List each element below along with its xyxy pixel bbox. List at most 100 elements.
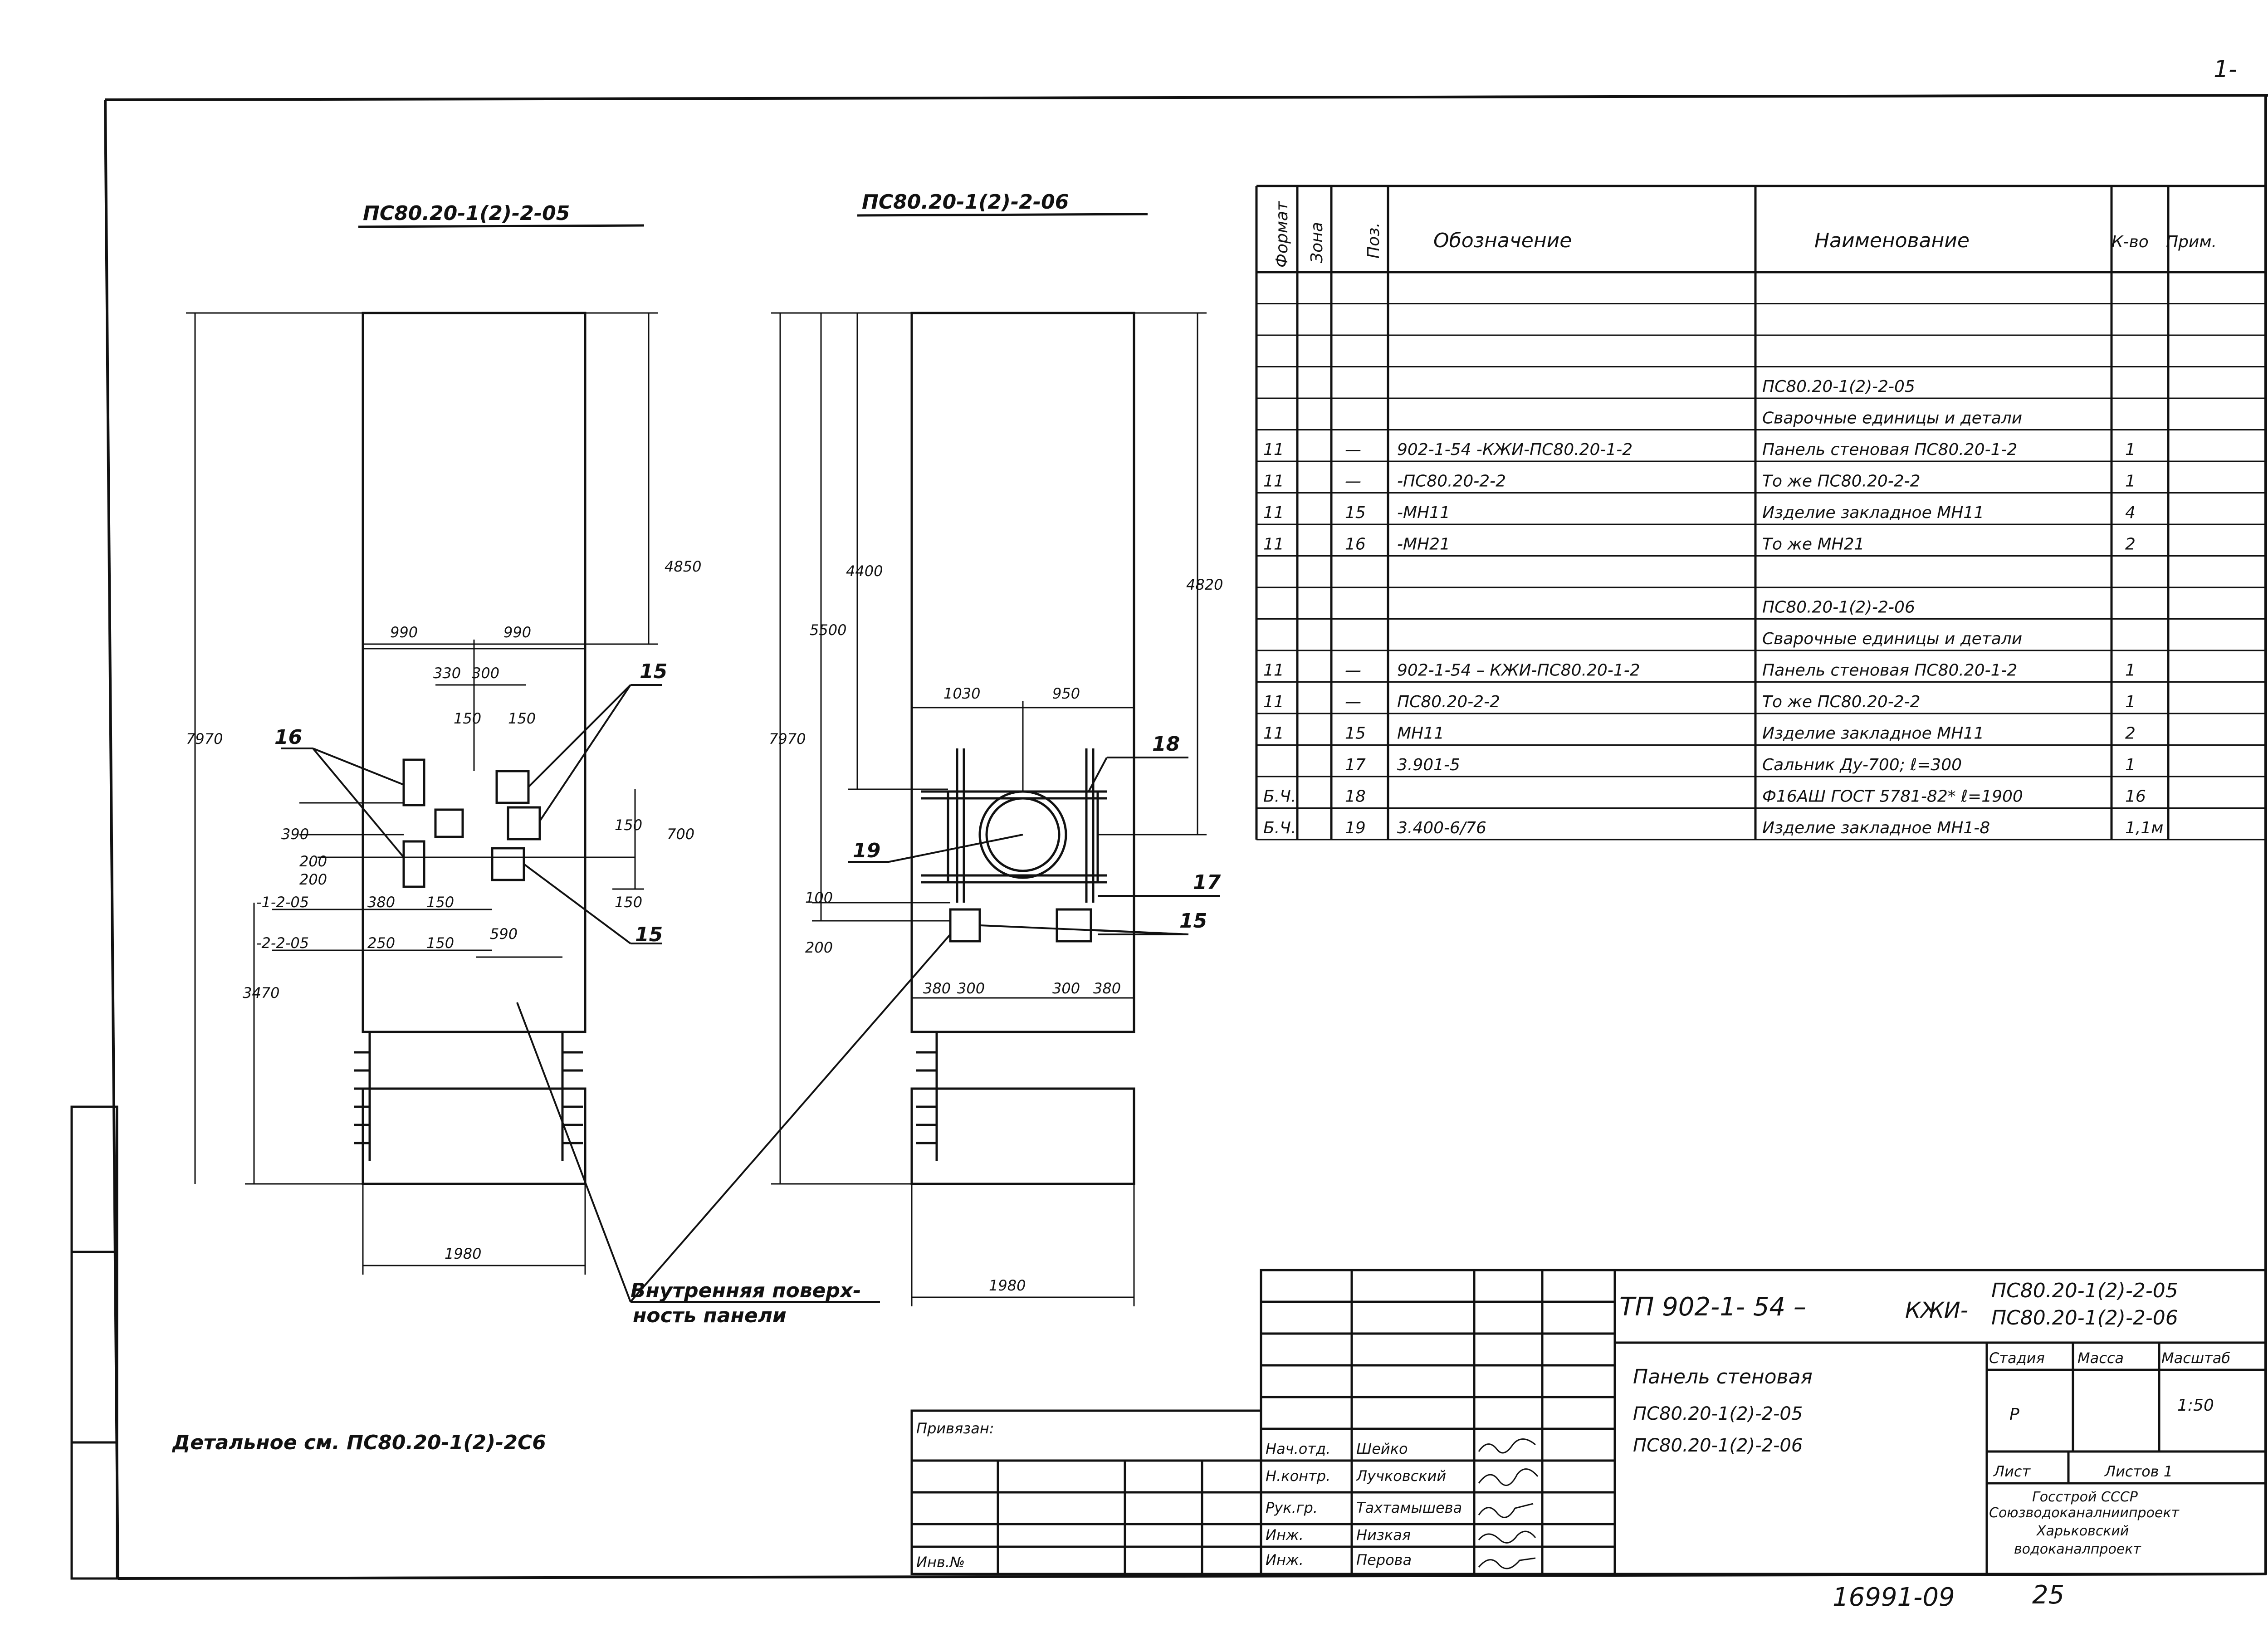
panel-06-gland-opening	[921, 748, 1107, 903]
dim-380-b: 380	[1093, 980, 1121, 997]
header-zone: Зона	[1308, 222, 1326, 263]
sheet-label: Лист	[1993, 1463, 2031, 1480]
cell-designation: -МН11	[1397, 503, 1450, 522]
cell-qty: 1	[2125, 661, 2136, 680]
dim-1980: 1980	[445, 1245, 481, 1262]
panel-05-outline	[354, 312, 587, 1185]
pos-15-label-b: 15	[635, 923, 663, 946]
dim-390: 390	[281, 826, 309, 843]
cell-designation: -ПС80.20-2-2	[1397, 472, 1506, 491]
cell-pos: 15	[1345, 724, 1366, 743]
doc-code-suffix: КЖИ-	[1905, 1298, 1968, 1323]
inner-surface-callout-2: ность панели	[633, 1304, 787, 1327]
dim-380-a: 380	[923, 980, 951, 997]
dim-100-r: 100	[805, 889, 833, 906]
spec-table-headers: Формат Зона Поз. Обозначение Наименовани…	[1273, 201, 2217, 268]
cell-qty: 1	[2125, 472, 2136, 491]
header-designation: Обозначение	[1433, 229, 1572, 252]
signer-role: Инж.	[1266, 1526, 1304, 1544]
inventory-label: Инв.№	[916, 1554, 965, 1571]
cell-name: ПС80.20-1(2)-2-05	[1762, 377, 1915, 396]
doc-variant-1: ПС80.20-1(2)-2-05	[1991, 1279, 2178, 1302]
corner-mark: 1-	[2214, 56, 2237, 83]
product-name: Панель стеновая	[1633, 1365, 1813, 1388]
cell-name: Изделие закладное МН11	[1762, 503, 1984, 522]
dim-1030: 1030	[943, 685, 980, 702]
cell-qty: 1	[2125, 440, 2136, 459]
specification-table: Формат Зона Поз. Обозначение Наименовани…	[1255, 185, 2267, 841]
dim-4400: 4400	[846, 562, 883, 580]
dim-990-a: 990	[390, 624, 418, 641]
cell-format: Б.Ч.	[1263, 787, 1296, 806]
dim-5500: 5500	[810, 621, 846, 639]
table-row: ПС80.20-1(2)-2-05	[1762, 377, 1915, 396]
dim-150-a: 150	[454, 710, 481, 727]
dim-150-e: 150	[615, 816, 642, 834]
signer-role: Н.контр.	[1266, 1467, 1330, 1485]
dim-380: 380	[367, 894, 395, 911]
signer-name: Лучковский	[1356, 1467, 1446, 1485]
cell-format: 11	[1263, 472, 1284, 491]
cell-name: Ф16АШ ГОСТ 5781-82* ℓ=1900	[1762, 787, 2023, 806]
cell-pos: 19	[1345, 819, 1366, 837]
header-name: Наименование	[1814, 229, 1970, 252]
dim-4850: 4850	[665, 558, 701, 575]
page-number: 25	[2032, 1580, 2064, 1610]
doc-variant-2: ПС80.20-1(2)-2-06	[1991, 1306, 2178, 1329]
dim-7970-r: 7970	[769, 730, 806, 748]
pos-18-label: 18	[1152, 733, 1180, 756]
signer-name: Шейко	[1356, 1440, 1408, 1457]
cell-format: 11	[1263, 535, 1284, 554]
mass-label: Масса	[2077, 1349, 2124, 1367]
pos-17-label: 17	[1193, 871, 1221, 894]
signer-name: Тахтамышева	[1356, 1499, 1462, 1516]
cell-format: 11	[1263, 661, 1284, 680]
header-format: Формат	[1273, 201, 1291, 268]
dim-4820: 4820	[1186, 576, 1223, 593]
cell-qty: 1	[2125, 693, 2136, 711]
cell-name: Сальник Ду-700; ℓ=300	[1762, 756, 1962, 774]
org-line-2: Союзводоканалниипроект	[1989, 1505, 2180, 1521]
cell-format: 11	[1263, 503, 1284, 522]
panel-06-outline	[910, 312, 1135, 1185]
signatures	[1478, 1438, 1539, 1569]
scale-label: Масштаб	[2161, 1349, 2230, 1367]
cell-pos: 16	[1345, 535, 1366, 554]
org-line-1: Госстрой СССР	[2032, 1489, 2138, 1505]
panel-05-drawing: ПС80.20-1(2)-2-05	[186, 202, 880, 1327]
signer-name: Низкая	[1356, 1526, 1411, 1544]
title-block: ТП 902-1- 54 – КЖИ- ПС80.20-1(2)-2-05 ПС…	[910, 1269, 2267, 1575]
cell-designation: -МН21	[1397, 535, 1450, 554]
cell-format: 11	[1263, 724, 1284, 743]
cell-name: Сварочные единицы и детали	[1762, 409, 2022, 428]
cell-format: Б.Ч.	[1263, 819, 1296, 837]
cell-pos: —	[1345, 472, 1361, 491]
detail-reference-note: Детальное см. ПС80.20-1(2)-2С6	[171, 1431, 546, 1454]
panel-06-dimensions	[771, 312, 1207, 1306]
doc-code: ТП 902-1- 54 –	[1619, 1292, 1806, 1322]
cell-qty: 1	[2125, 756, 2136, 774]
spec-table-grid	[1255, 185, 2267, 841]
signer-role: Рук.гр.	[1266, 1499, 1318, 1516]
dim-7970: 7970	[186, 730, 223, 748]
archive-number: 16991-09	[1833, 1583, 1955, 1612]
cell-name: Изделие закладное МН1-8	[1762, 819, 1990, 837]
pos-19-label: 19	[853, 839, 880, 862]
dim-300-b: 300	[1052, 980, 1080, 997]
pos-15-label-r: 15	[1179, 909, 1207, 933]
dim-150-f: 150	[615, 894, 642, 911]
panel-05-embedded-parts	[402, 758, 541, 888]
cell-name: Изделие закладное МН11	[1762, 724, 1984, 743]
cell-name: Сварочные единицы и детали	[1762, 630, 2022, 648]
cell-designation: МН11	[1397, 724, 1444, 743]
